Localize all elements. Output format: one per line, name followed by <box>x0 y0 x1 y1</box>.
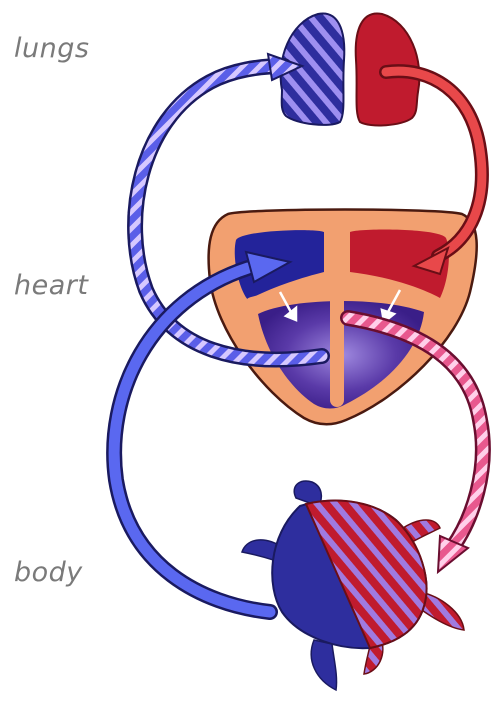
label-lungs: lungs <box>14 33 89 64</box>
label-body: body <box>14 557 83 588</box>
label-heart: heart <box>14 270 88 301</box>
turtle-body <box>242 481 464 690</box>
